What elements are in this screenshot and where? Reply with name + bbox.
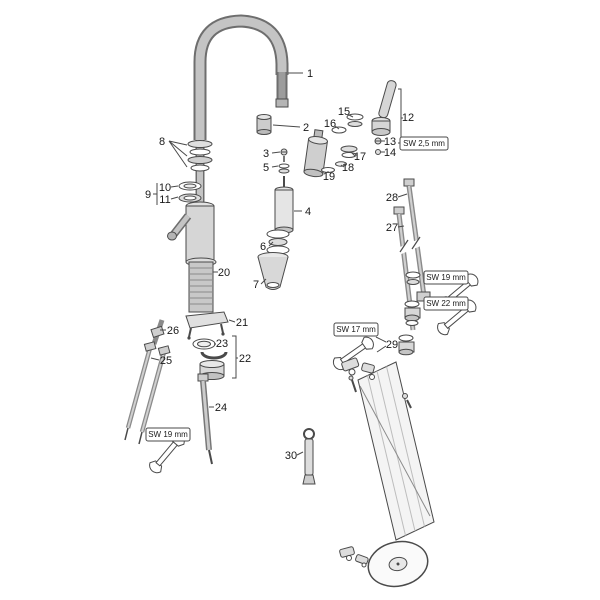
faucet-spout <box>193 14 289 140</box>
ring-stack-part8 <box>187 140 213 172</box>
part-label-5: 5 <box>263 162 269 174</box>
sw19-right-label: SW 19 mm <box>426 273 466 282</box>
aerator-rings-part6 <box>266 229 290 255</box>
sw17-box <box>333 322 379 337</box>
set-screw-part13 <box>374 137 382 145</box>
plug-part14 <box>375 149 381 155</box>
part-label-15: 15 <box>338 106 350 118</box>
outlet-pipe-part24 <box>197 373 213 465</box>
wrench-sw22-icon <box>437 299 477 336</box>
oring-group-9-11 <box>178 181 202 203</box>
part-label-23: 23 <box>216 338 228 350</box>
part-label-17: 17 <box>354 151 366 163</box>
cartridge-part19 <box>303 129 328 178</box>
pullout-hose-end <box>275 72 289 108</box>
mounting-bracket-part21 <box>185 311 229 340</box>
part-label-12: 12 <box>402 112 414 124</box>
sw-labels: SW 2,5 mm SW 19 mm SW 22 mm SW 17 mm SW … <box>145 136 469 442</box>
ribbed-hose-part20 <box>185 257 217 313</box>
base-ring-disc <box>367 540 429 588</box>
seal-part5 <box>278 163 290 174</box>
connector-stack-sw19 <box>405 271 421 285</box>
mounting-plate <box>357 361 435 541</box>
part-label-18: 18 <box>342 162 354 174</box>
part-label-10: 10 <box>159 182 171 194</box>
sw22-box <box>423 296 469 311</box>
sw22-label: SW 22 mm <box>426 299 466 308</box>
part-label-6: 6 <box>260 241 266 253</box>
hook-tool-part30 <box>302 428 316 485</box>
sw19-right-box <box>423 270 469 285</box>
retainer-ring-part23 <box>192 338 216 350</box>
sw25-box <box>399 136 449 151</box>
part-label-1: 1 <box>307 68 313 80</box>
cartridge-rings <box>321 113 364 173</box>
spray-head-part7 <box>257 252 289 290</box>
connector-stack-sw22 <box>404 300 421 326</box>
check-valve-part2 <box>256 114 272 135</box>
screw-part3 <box>280 148 288 162</box>
hose-nipple-part4 <box>274 176 294 234</box>
supply-connector-part26 <box>150 319 165 345</box>
part-label-7: 7 <box>253 279 259 291</box>
part-label-13: 13 <box>384 136 396 148</box>
handle-lever-part12 <box>371 80 397 136</box>
part-label-26: 26 <box>167 325 179 337</box>
part-label-3: 3 <box>263 148 269 160</box>
part-label-19: 19 <box>323 171 335 183</box>
supply-hoses-part25 <box>124 341 171 445</box>
part-label-8: 8 <box>159 136 165 148</box>
sw25-label: SW 2,5 mm <box>403 139 445 148</box>
hose-break-marks <box>395 234 433 256</box>
part-label-28: 28 <box>386 192 398 204</box>
part-label-21: 21 <box>236 317 248 329</box>
part-label-22: 22 <box>239 353 251 365</box>
part-label-14: 14 <box>384 147 396 159</box>
part-label-9: 9 <box>145 189 151 201</box>
plate-bottom-clips <box>339 546 369 568</box>
part-label-4: 4 <box>305 206 311 218</box>
part-label-27: 27 <box>386 222 398 234</box>
part-label-30: 30 <box>285 450 297 462</box>
sw19-left-label: SW 19 mm <box>148 430 188 439</box>
plate-clamps <box>341 357 412 409</box>
part-label-20: 20 <box>218 267 230 279</box>
sw17-label: SW 17 mm <box>336 325 376 334</box>
part-label-25: 25 <box>160 355 172 367</box>
part-label-24: 24 <box>215 402 227 414</box>
part-label-16: 16 <box>324 118 336 130</box>
part-label-11: 11 <box>159 194 170 206</box>
connector-stack-part29 <box>398 334 415 356</box>
part-label-29: 29 <box>386 339 398 351</box>
part-label-2: 2 <box>303 122 309 134</box>
faucet-body <box>167 201 215 263</box>
sw19-left-box <box>145 427 191 442</box>
